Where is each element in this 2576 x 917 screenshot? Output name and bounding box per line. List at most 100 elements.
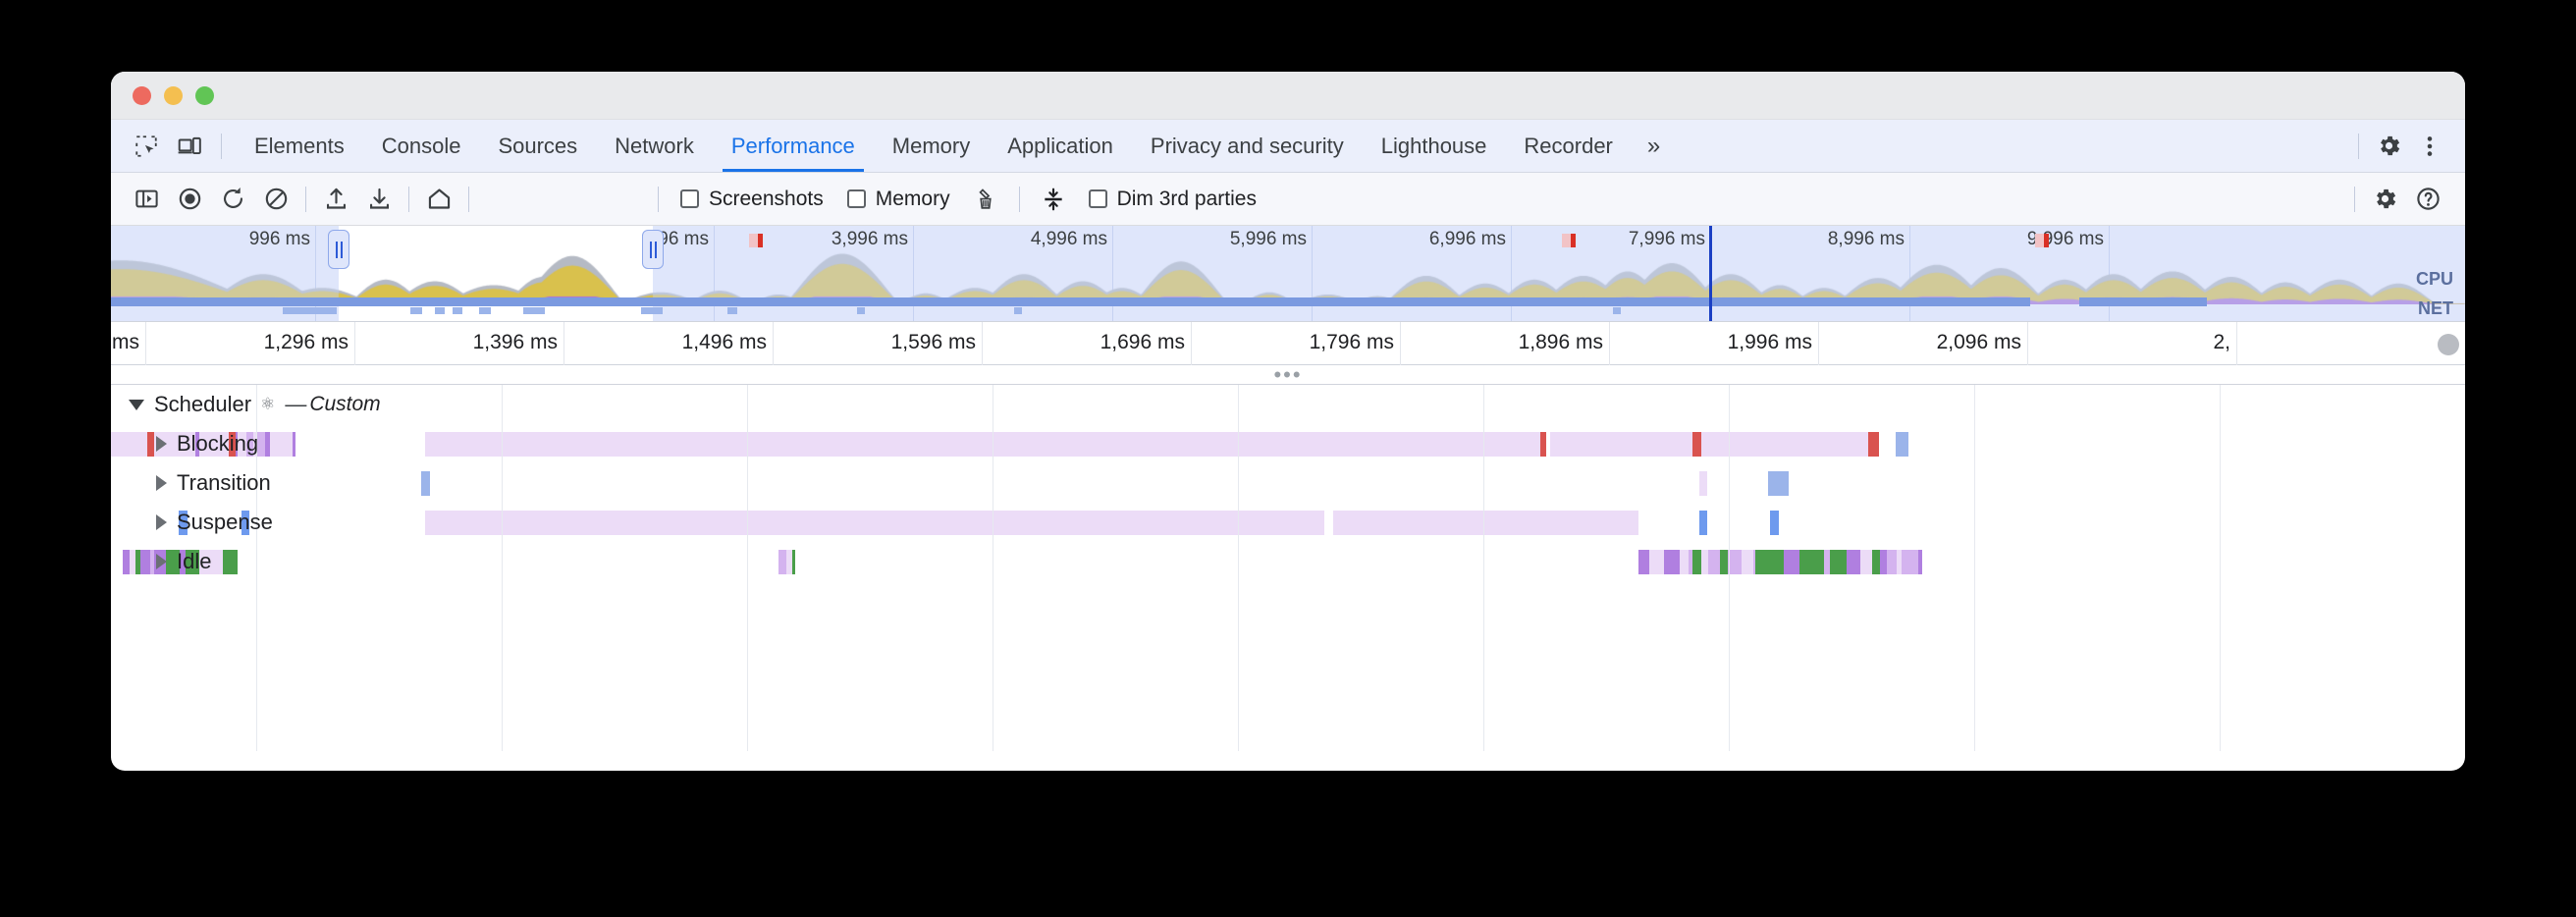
track-bars-blocking[interactable]: [111, 432, 2465, 457]
flame-event-bar[interactable]: [1741, 550, 1754, 574]
flame-event-bar[interactable]: [1830, 550, 1847, 574]
flame-event-bar[interactable]: [122, 550, 131, 574]
flame-event-bar[interactable]: [195, 432, 200, 457]
flame-event-bar[interactable]: [264, 432, 271, 457]
flame-event-bar[interactable]: [425, 432, 1540, 457]
flame-event-bar[interactable]: [199, 432, 230, 457]
tab-performance[interactable]: Performance: [713, 120, 874, 172]
flame-event-bar[interactable]: [134, 550, 141, 574]
flame-event-bar[interactable]: [252, 432, 258, 457]
track-label-transition[interactable]: Transition: [111, 463, 271, 503]
toggle-sidebar-button[interactable]: [125, 180, 168, 219]
timeline-detail-ruler[interactable]: 1,196 ms1,296 ms1,396 ms1,496 ms1,596 ms…: [111, 321, 2465, 366]
flame-event-bar[interactable]: [140, 550, 151, 574]
track-label-suspense[interactable]: Suspense: [111, 503, 273, 542]
flame-event-bar[interactable]: [166, 550, 173, 574]
flame-event-bar[interactable]: [1708, 550, 1721, 574]
collapse-triangle-icon[interactable]: [129, 399, 144, 410]
flame-event-bar[interactable]: [1700, 550, 1709, 574]
flame-event-bar[interactable]: [180, 550, 187, 574]
track-row-blocking[interactable]: Blocking: [111, 424, 2465, 463]
flame-event-bar[interactable]: [237, 432, 246, 457]
expand-triangle-icon[interactable]: [156, 475, 167, 491]
flame-event-bar[interactable]: [1784, 550, 1799, 574]
flame-event-bar[interactable]: [1698, 511, 1708, 535]
flame-event-bar[interactable]: [257, 432, 265, 457]
timeline-overview[interactable]: 996 ms1,996 ms2,996 ms3,996 ms4,996 ms5,…: [111, 226, 2465, 321]
inspect-element-icon[interactable]: [127, 127, 166, 166]
reload-and-record-button[interactable]: [211, 180, 254, 219]
flame-event-bar[interactable]: [292, 432, 296, 457]
flame-event-bar[interactable]: [1778, 550, 1785, 574]
flame-event-bar[interactable]: [1804, 550, 1814, 574]
track-group-scheduler-label[interactable]: Scheduler ⚛ — Custom: [111, 385, 381, 424]
record-button[interactable]: [168, 180, 211, 219]
flame-event-bar[interactable]: [1872, 550, 1880, 574]
track-group-scheduler[interactable]: Scheduler ⚛ — Custom: [111, 385, 2465, 424]
flame-event-bar[interactable]: [1770, 511, 1779, 535]
tab-network[interactable]: Network: [615, 133, 694, 158]
track-bars-transition[interactable]: [111, 471, 2465, 496]
flame-event-bar[interactable]: [1753, 550, 1756, 574]
track-row-idle[interactable]: Idle: [111, 542, 2465, 581]
flame-event-bar[interactable]: [1648, 550, 1665, 574]
flame-event-bar[interactable]: [1887, 550, 1897, 574]
tab-application[interactable]: Application: [1007, 133, 1113, 158]
flame-event-bar[interactable]: [229, 432, 236, 457]
track-bars-suspense[interactable]: [111, 511, 2465, 535]
flame-event-bar[interactable]: [1895, 432, 1908, 457]
flame-event-bar[interactable]: [1823, 550, 1831, 574]
flame-event-bar[interactable]: [1664, 550, 1680, 574]
flame-event-bar[interactable]: [233, 550, 238, 574]
flame-event-bar[interactable]: [1767, 471, 1790, 496]
track-label-blocking[interactable]: Blocking: [111, 424, 258, 463]
flame-event-bar[interactable]: [241, 511, 250, 535]
upload-profile-button[interactable]: [314, 180, 357, 219]
tab-memory[interactable]: Memory: [891, 133, 971, 158]
expand-triangle-icon[interactable]: [156, 514, 167, 530]
flame-event-bar[interactable]: [1539, 432, 1547, 457]
flame-event-bar[interactable]: [1868, 432, 1879, 457]
flame-event-bar[interactable]: [1688, 550, 1693, 574]
help-icon[interactable]: [2406, 180, 2449, 219]
tab-sources[interactable]: Sources: [498, 133, 578, 158]
device-toolbar-icon[interactable]: [170, 127, 209, 166]
minimize-window-button[interactable]: [164, 85, 183, 105]
capture-settings-gear-icon[interactable]: [2363, 180, 2406, 219]
tab-console[interactable]: Console: [381, 133, 461, 158]
tab-privacy-and-security[interactable]: Privacy and security: [1150, 133, 1344, 158]
flame-chart[interactable]: Scheduler ⚛ — Custom Blocking Transition: [111, 385, 2465, 751]
flame-event-bar[interactable]: [1917, 550, 1923, 574]
track-row-suspense[interactable]: Suspense: [111, 503, 2465, 542]
settings-gear-icon[interactable]: [2369, 127, 2408, 166]
flame-event-bar[interactable]: [1896, 550, 1903, 574]
collect-garbage-button[interactable]: [964, 180, 1007, 219]
memory-checkbox[interactable]: Memory: [837, 188, 960, 211]
memory-checkbox-box[interactable]: [846, 189, 866, 208]
flame-event-bar[interactable]: [421, 471, 430, 496]
tab-recorder[interactable]: Recorder: [1524, 133, 1613, 158]
expand-triangle-icon[interactable]: [156, 436, 167, 452]
flame-event-bar[interactable]: [245, 432, 253, 457]
flame-event-bar[interactable]: [186, 550, 191, 574]
flame-event-bar[interactable]: [1860, 550, 1866, 574]
flame-event-bar[interactable]: [1902, 550, 1918, 574]
flame-event-bar[interactable]: [270, 432, 277, 457]
overview-window-left-handle[interactable]: [328, 230, 349, 269]
expand-triangle-icon[interactable]: [156, 554, 167, 569]
flame-event-bar[interactable]: [1846, 550, 1861, 574]
download-profile-button[interactable]: [357, 180, 401, 219]
flame-event-bar[interactable]: [172, 550, 181, 574]
flame-event-bar[interactable]: [179, 511, 188, 535]
flame-event-bar[interactable]: [111, 432, 148, 457]
flame-event-bar[interactable]: [147, 432, 154, 457]
flame-event-bar[interactable]: [223, 550, 234, 574]
flame-event-bar[interactable]: [284, 432, 293, 457]
flame-event-bar[interactable]: [1720, 550, 1728, 574]
dim-3rd-parties-checkbox-box[interactable]: [1088, 189, 1107, 208]
flame-event-bar[interactable]: [786, 550, 792, 574]
flame-event-bar[interactable]: [425, 511, 1325, 535]
more-tabs-icon[interactable]: »: [1646, 132, 1660, 159]
flame-event-bar[interactable]: [1332, 511, 1638, 535]
track-label-idle[interactable]: Idle: [111, 542, 211, 581]
